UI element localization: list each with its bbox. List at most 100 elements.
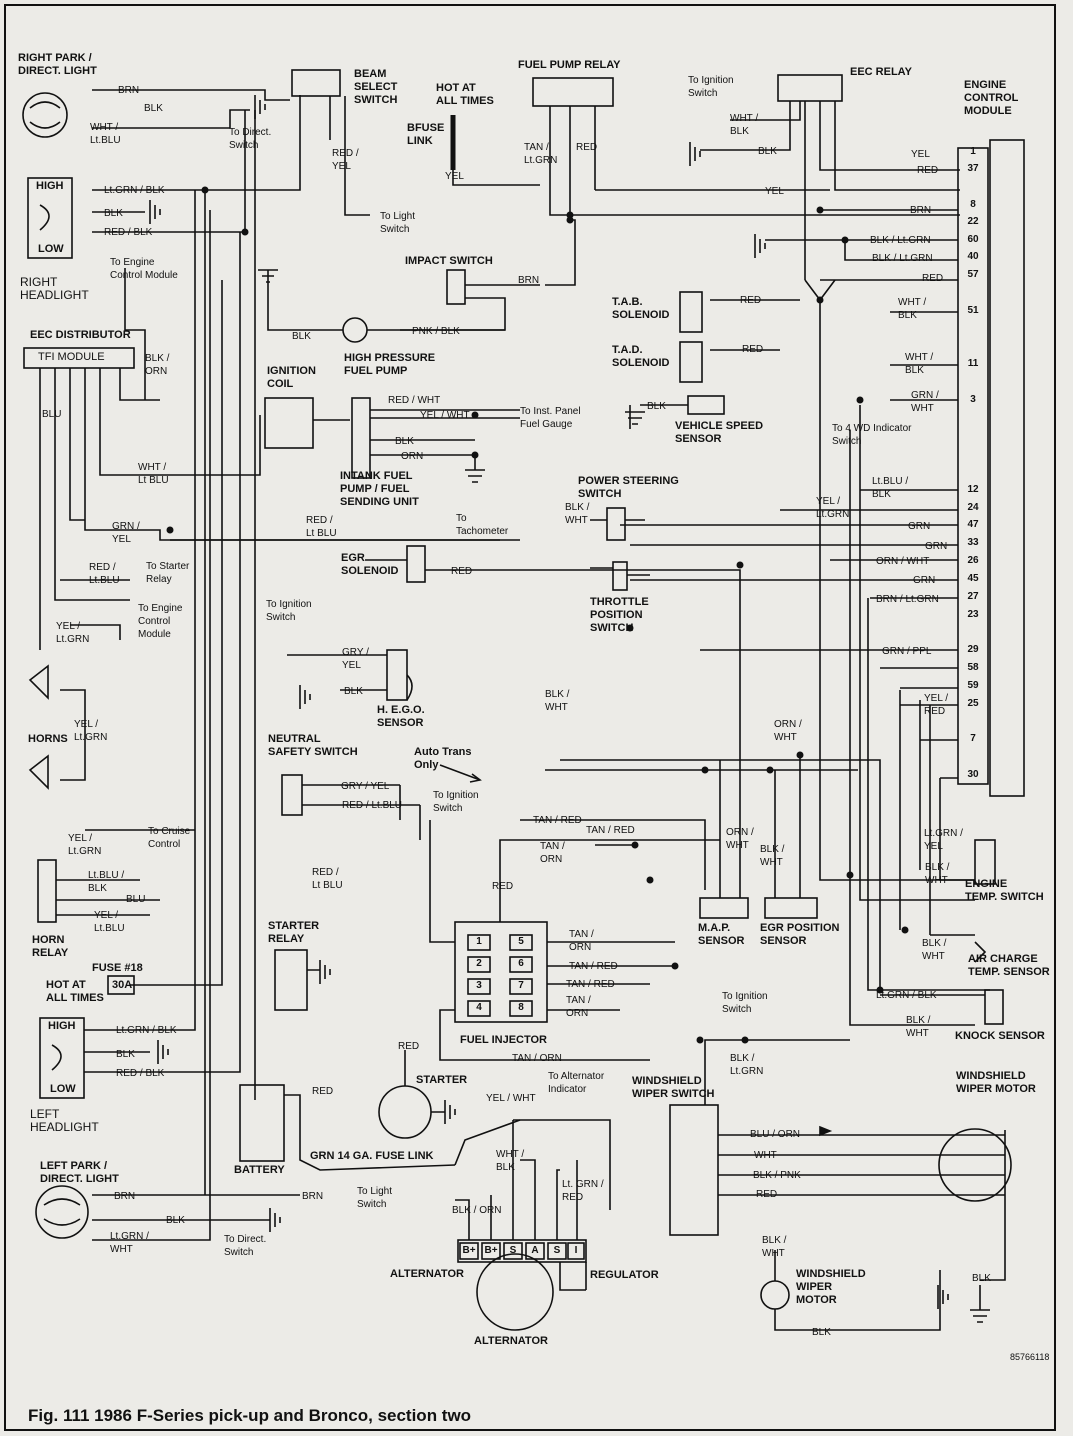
ecm-pin: 37 — [967, 163, 979, 174]
wire-label: BRN / Lt.GRN — [876, 594, 939, 605]
tps-label: THROTTLE POSITION SWITCH — [590, 596, 649, 634]
high-label: HIGH — [36, 180, 64, 192]
wire-label: RED / Lt.BLU — [342, 800, 403, 811]
wire-label: Lt.GRN / BLK — [104, 185, 165, 196]
wire-label: BLK — [292, 331, 311, 342]
wire-label: GRY / YEL — [342, 647, 369, 671]
wire-label: ORN / WHT — [876, 556, 930, 567]
wire-label: BLK / Lt.GRN — [730, 1053, 764, 1077]
low-label-2: LOW — [50, 1083, 76, 1095]
ecm-pin: 1 — [970, 146, 976, 157]
ecm-pin: 23 — [967, 609, 979, 620]
tad-solenoid-label: T.A.D. SOLENOID — [612, 344, 670, 369]
egr-solenoid-label: EGR SOLENOID — [341, 552, 399, 577]
wire-label: BRN — [114, 1191, 136, 1202]
wire-label: BLK / ORN — [145, 353, 170, 377]
injector-pin: 1 — [476, 936, 482, 947]
wire-label: BLK / WHT — [925, 862, 950, 886]
wire-label: TAN / ORN — [512, 1053, 562, 1064]
wire-label: PNK / BLK — [412, 326, 460, 337]
egr-position-label: EGR POSITION SENSOR — [760, 922, 840, 947]
injector-pin: 8 — [518, 1002, 524, 1013]
horns-label: HORNS — [28, 733, 68, 745]
injector-pin: 7 — [518, 980, 524, 991]
wire-label: BRN — [118, 85, 140, 96]
regulator-label: REGULATOR — [590, 1269, 659, 1281]
ecm-pin: 8 — [970, 199, 976, 210]
wire-label: ORN — [401, 451, 424, 462]
ecm-pin: 40 — [967, 251, 979, 262]
wire-label: GRN / PPL — [882, 646, 932, 657]
ecm-pin: 25 — [967, 698, 979, 709]
beam-select-label: BEAM SELECT SWITCH — [354, 68, 398, 106]
high-pressure-pump-label: HIGH PRESSURE FUEL PUMP — [344, 352, 436, 377]
injector-pin: 6 — [518, 958, 524, 969]
wire-label: YEL — [911, 149, 930, 160]
wire-label: TAN / ORN — [540, 841, 565, 865]
air-charge-label: AIR CHARGE TEMP. SENSOR — [968, 953, 1050, 978]
wire-label: WHT / Lt.BLU — [90, 122, 121, 146]
wire-label: TAN / ORN — [566, 995, 591, 1019]
wire-label: YEL — [445, 171, 464, 182]
wire-label: Lt.GRN / WHT — [110, 1231, 149, 1255]
wire-label: BLK — [116, 1049, 135, 1060]
injector-pin: 3 — [476, 980, 482, 991]
fuel-pump-relay-label: FUEL PUMP RELAY — [518, 59, 621, 71]
bfuse-link-label: BFUSE LINK — [407, 122, 445, 147]
wire-label: BLK — [972, 1273, 991, 1284]
wire-label: BLK / WHT — [762, 1235, 787, 1259]
wire-label: RED / YEL — [332, 148, 359, 172]
ecm-pin: 57 — [967, 269, 979, 280]
tab-solenoid-label: T.A.B. SOLENOID — [612, 296, 670, 321]
note-to-direct-switch: To Direct. Switch — [229, 127, 272, 151]
battery-label: BATTERY — [234, 1164, 285, 1176]
wire-label: WHT / Lt BLU — [138, 462, 169, 486]
starter-relay-label: STARTER RELAY — [268, 920, 320, 945]
injector-pin: 4 — [476, 1002, 482, 1013]
wire-label: TAN / RED — [586, 825, 635, 836]
wire-label: YEL / Lt.GRN — [816, 496, 850, 520]
note-to-starter-relay: To Starter Relay — [146, 561, 190, 585]
wire-label: YEL — [765, 186, 784, 197]
wire-label: BLK — [812, 1327, 831, 1338]
wire-label: BLK / Lt.GRN — [870, 235, 931, 246]
hot-at-all-times-label: HOT AT ALL TIMES — [436, 82, 494, 107]
wire-label: RED — [756, 1189, 778, 1200]
tfi-module-label: TFI MODULE — [38, 351, 105, 363]
wire-label: RED — [742, 344, 764, 355]
ecm-pin: 11 — [967, 358, 979, 369]
left-headlight-label: LEFT HEADLIGHT — [30, 1107, 99, 1134]
injector-pin: 2 — [476, 958, 482, 969]
wire-label: BLK — [104, 208, 123, 219]
wire-label: Lt. GRN / RED — [562, 1179, 604, 1203]
note-to-alt-ind: To Alternator Indicator — [548, 1071, 605, 1095]
wiper-motor-top-label: WINDSHIELD WIPER MOTOR — [956, 1070, 1036, 1095]
right-park-label: RIGHT PARK / DIRECT. LIGHT — [18, 52, 97, 77]
ecm-pin: 30 — [967, 769, 979, 780]
wire-label: TAN / RED — [533, 815, 582, 826]
note-to-inst-panel: To Inst. Panel Fuel Gauge — [520, 406, 581, 430]
note-to-ecm-2: To Engine Control Module — [138, 603, 183, 640]
wire-label: BLK — [395, 436, 414, 447]
fuse18-label: FUSE #18 — [92, 962, 143, 974]
wire-label: BLK — [144, 103, 163, 114]
ecm-pin: 3 — [970, 394, 976, 405]
wire-label: RED / Lt BLU — [306, 515, 337, 539]
alternator-terminal: A — [531, 1245, 539, 1256]
ecm-pin: 22 — [967, 216, 979, 227]
ecm-pin: 12 — [967, 484, 979, 495]
wire-label: RED / BLK — [116, 1068, 165, 1079]
wire-label: RED — [740, 295, 762, 306]
note-to-ign-switch-4: To Ignition Switch — [722, 991, 768, 1015]
ecm-pin: 59 — [967, 680, 979, 691]
wire-label: Lt.GRN / BLK — [876, 990, 937, 1001]
wire-label: GRN — [925, 541, 948, 552]
wire-label: BLU — [126, 894, 146, 905]
wire-label: TAN / RED — [569, 961, 618, 972]
alternator-terminal: B+ — [462, 1245, 476, 1256]
wiper-switch-label: WINDSHIELD WIPER SWITCH — [632, 1075, 715, 1100]
eec-relay-label: EEC RELAY — [850, 66, 912, 78]
wire-label: BLK / PNK — [753, 1170, 801, 1181]
alternator-terminal: I — [574, 1245, 578, 1256]
